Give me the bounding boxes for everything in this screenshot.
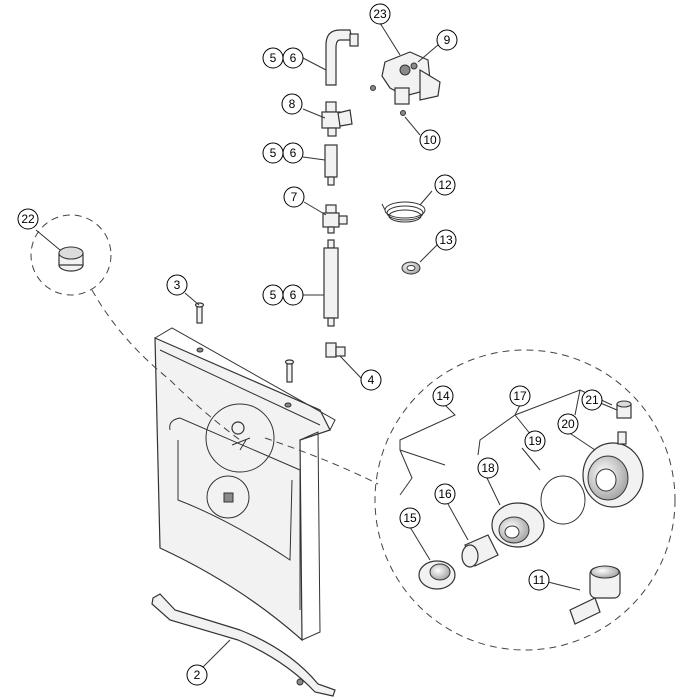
screw-right (284, 359, 295, 383)
fountain-panel (154, 327, 336, 642)
svg-text:8: 8 (289, 97, 296, 111)
svg-text:5: 5 (270, 146, 277, 160)
callout-23: 23 (369, 3, 391, 25)
part-7-tee-fitting (322, 204, 348, 234)
callout-13: 13 (435, 229, 457, 251)
svg-text:2: 2 (194, 668, 201, 682)
svg-text:4: 4 (368, 373, 375, 387)
svg-text:16: 16 (438, 487, 452, 501)
callout-9: 9 (436, 29, 458, 51)
part-18-threaded-ring (491, 502, 545, 548)
svg-text:18: 18 (481, 461, 495, 475)
svg-text:21: 21 (585, 393, 599, 407)
callout-6-lower: 6 (282, 284, 304, 306)
callout-19: 19 (524, 430, 546, 452)
part-5-6-tube-middle (324, 144, 338, 186)
mount-hole-right (284, 402, 292, 408)
svg-text:10: 10 (423, 133, 437, 147)
detail-circle-lower (206, 475, 250, 519)
grouping-lines (399, 389, 613, 496)
svg-text:6: 6 (290, 51, 297, 65)
svg-text:3: 3 (174, 278, 181, 292)
callout-12: 12 (434, 174, 456, 196)
part-22-strainer (58, 246, 84, 272)
callout-18: 18 (477, 457, 499, 479)
svg-text:12: 12 (438, 178, 452, 192)
svg-text:13: 13 (439, 233, 453, 247)
callout-3: 3 (166, 274, 188, 296)
part-11-elbow (569, 565, 621, 625)
svg-text:6: 6 (290, 288, 297, 302)
svg-text:6: 6 (290, 146, 297, 160)
part-3-screw (194, 302, 205, 324)
part-23-small-screw (370, 85, 376, 91)
svg-text:11: 11 (533, 573, 546, 587)
part-2-mounting-bracket (151, 593, 336, 697)
detail-circle-cooler-assembly (374, 349, 676, 651)
part-8-valve (321, 101, 353, 137)
callout-20: 20 (557, 413, 579, 435)
part-4-elbow-fitting (325, 342, 346, 358)
part-9-bubbler-valve (381, 51, 441, 105)
callout-5-upper: 5 (262, 47, 284, 69)
part-16-sleeve (461, 534, 499, 568)
callout-14: 14 (432, 385, 454, 407)
callout-11: 11 (528, 569, 550, 591)
callout-5-middle: 5 (262, 142, 284, 164)
part-15-cap (418, 560, 456, 590)
svg-text:9: 9 (444, 33, 451, 47)
svg-text:17: 17 (513, 389, 527, 403)
svg-text:22: 22 (21, 212, 35, 226)
callout-22: 22 (17, 208, 39, 230)
part-21-small-nut (616, 400, 632, 419)
callout-8: 8 (281, 93, 303, 115)
callout-leaders (35, 22, 618, 669)
svg-text:14: 14 (436, 389, 450, 403)
callout-15: 15 (399, 507, 421, 529)
svg-text:15: 15 (403, 511, 417, 525)
svg-text:5: 5 (270, 288, 277, 302)
callout-21: 21 (581, 389, 603, 411)
part-19-o-ring (540, 475, 586, 525)
bubbler-outlet (231, 421, 245, 435)
callout-7: 7 (283, 186, 305, 208)
part-5-6-tube-upper (325, 29, 359, 86)
svg-text:20: 20 (561, 417, 575, 431)
part-5-6-tube-lower (323, 239, 339, 327)
callout-17: 17 (509, 385, 531, 407)
mount-hole-left (196, 347, 204, 353)
svg-text:23: 23 (373, 7, 387, 21)
drain-fitting (223, 492, 234, 503)
callout-2: 2 (186, 664, 208, 686)
svg-text:5: 5 (270, 51, 277, 65)
leader-22-to-panel (91, 289, 241, 441)
svg-text:7: 7 (291, 190, 298, 204)
callout-6-middle: 6 (282, 142, 304, 164)
callout-10: 10 (419, 129, 441, 151)
callout-5-lower: 5 (262, 284, 284, 306)
part-12-coil (381, 201, 426, 223)
detail-circle-upper (205, 403, 275, 473)
svg-text:19: 19 (528, 434, 542, 448)
part-20-housing-nut (582, 431, 644, 508)
callout-4: 4 (360, 369, 382, 391)
callout-6-upper: 6 (282, 47, 304, 69)
part-10-screw (400, 110, 406, 116)
leader-panel-to-detail (264, 437, 379, 485)
detail-circle-22 (30, 214, 112, 296)
callout-16: 16 (434, 483, 456, 505)
part-13-nut (401, 261, 421, 275)
